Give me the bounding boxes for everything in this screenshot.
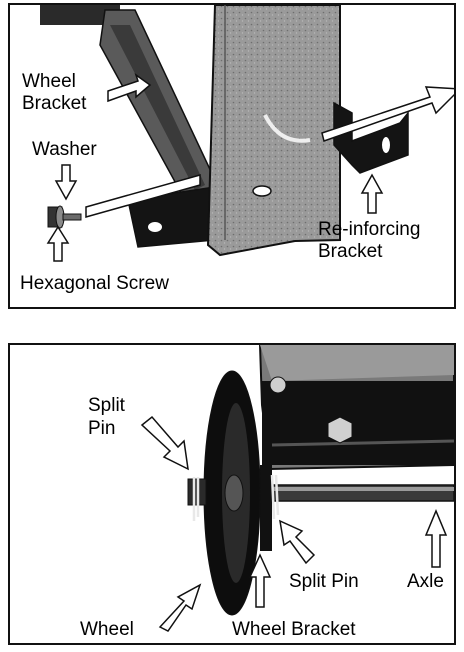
split-pin-left-label-line1: Split — [88, 395, 125, 416]
washer-pointer — [54, 164, 78, 201]
split-pin-left-pointer — [140, 415, 189, 471]
assembly-figure-top: Wheel Bracket Washer Hexagonal Screw Re-… — [8, 3, 456, 309]
split-pin-right-pointer — [279, 519, 316, 565]
wheel-label: Wheel — [80, 619, 134, 640]
reinforcing-direction-arrow — [321, 86, 454, 142]
frame-bolt — [327, 416, 353, 444]
wheel-bracket-label-line1: Wheel — [22, 71, 76, 92]
axle-label: Axle — [407, 571, 444, 592]
wheel-bracket-pointer-bottom — [248, 553, 272, 608]
frame-rail — [262, 381, 454, 465]
hex-screw-label: Hexagonal Screw — [20, 273, 169, 294]
split-pin-right-part — [270, 474, 280, 520]
split-pin-right-label: Split Pin — [289, 571, 359, 592]
hex-screw-pointer — [46, 225, 70, 262]
wheel-bracket-pointer — [107, 73, 152, 103]
axle-pointer — [424, 509, 448, 568]
wheel-pointer — [158, 583, 202, 632]
wheel-bracket-label-line2: Bracket — [22, 93, 87, 114]
assembly-figure-bottom: Split Pin Split Pin Axle Wheel Wheel Bra… — [8, 343, 456, 645]
washer-label: Washer — [32, 139, 97, 160]
wheel-assembly-illustration — [140, 345, 454, 632]
split-pin-left-label-line2: Pin — [88, 418, 116, 439]
reinforcing-label-line1: Re-inforcing — [318, 219, 421, 240]
screw-direction-arrow — [85, 174, 201, 218]
wheel-bracket-plate — [260, 465, 272, 551]
reinforcing-label-line2: Bracket — [318, 241, 383, 262]
bracket-assembly-illustration — [40, 5, 454, 262]
wheel-bracket-label: Wheel Bracket — [232, 619, 356, 640]
split-pin-left-part — [192, 477, 200, 521]
frame-top-edge — [40, 5, 120, 25]
reinforcing-pointer — [360, 173, 384, 214]
